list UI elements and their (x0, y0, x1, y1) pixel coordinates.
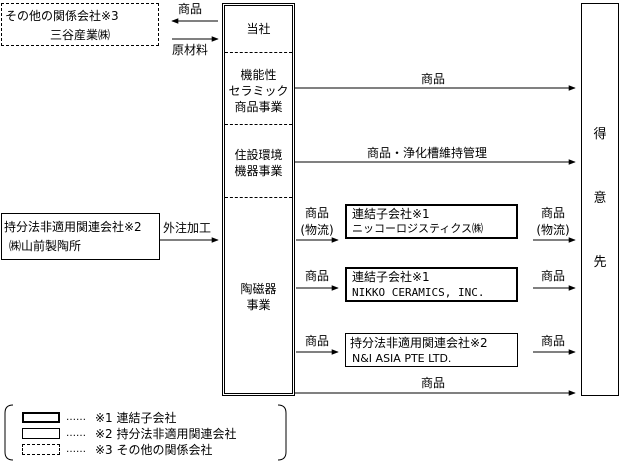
other-affiliate-title: その他の関係会社※3 (5, 9, 119, 23)
equity-affiliate-name: ㈱山前製陶所 (9, 239, 82, 253)
seg2-flow-label: 商品・浄化槽維持管理 (367, 146, 488, 160)
sub1-in-label-1: 商品 (304, 206, 329, 220)
customer-char-2: 意 (593, 191, 607, 206)
sub3-in-label: 商品 (304, 334, 329, 348)
legend-dots-2: …… (66, 428, 86, 439)
segment-housing-line1: 住設環境 (234, 148, 283, 162)
sub3-box (345, 333, 518, 367)
legend-swatch-consolidated (22, 412, 60, 423)
segment-housing-line2: 機器事業 (234, 164, 283, 178)
company-column (222, 3, 295, 396)
bottom-flow-label: 商品 (421, 376, 446, 390)
sub3-out-label: 商品 (540, 334, 565, 348)
segment-ceramics-line1: 機能性 (240, 68, 277, 82)
legend-swatch-equity (22, 428, 60, 439)
segment-ceramics-line3: 商品事業 (234, 100, 283, 114)
legend-bracket-right (277, 404, 287, 461)
sub1-out-label-2: (物流) (536, 223, 570, 237)
segment-tableware-line1: 陶磁器 (240, 282, 277, 296)
segment-ceramics-line2: セラミック (228, 84, 289, 98)
sub1-out-label-1: 商品 (540, 206, 565, 220)
legend-label-equity: ※2 持分法非適用関連会社 (95, 427, 237, 441)
seg1-flow-label: 商品 (421, 72, 446, 86)
customer-char-1: 得 (593, 127, 607, 142)
legend-swatch-other (22, 444, 60, 455)
outsourcing-label: 外注加工 (163, 221, 212, 235)
legend-dots-1: …… (66, 412, 86, 423)
legend-dots-3: …… (66, 444, 86, 455)
sub1-in-label-2: (物流) (300, 223, 334, 237)
other-affiliate-name: 三谷産業㈱ (50, 28, 111, 42)
customer-box (581, 3, 619, 396)
arrow-materials-label: 原材料 (172, 43, 209, 57)
other-affiliate-box (1, 3, 159, 46)
sub2-box (345, 267, 518, 302)
legend-label-consolidated: ※1 連結子会社 (95, 411, 177, 425)
legend-bracket-left (4, 404, 14, 461)
sub2-title: 連結子会社※1 (352, 270, 430, 284)
sub3-name: N&I ASIA PTE LTD. (352, 352, 452, 365)
equity-affiliate-title: 持分法非適用関連会社※2 (4, 220, 142, 234)
arrow-goods-label: 商品 (178, 2, 203, 16)
sub1-box (345, 204, 518, 239)
sub1-title: 連結子会社※1 (352, 207, 430, 221)
sub2-out-label: 商品 (540, 269, 565, 283)
company-name: 当社 (246, 22, 271, 36)
sub1-name: ニッコーロジスティクス㈱ (352, 222, 484, 235)
sub2-name: NIKKO CERAMICS, INC. (352, 286, 485, 299)
segment-tableware-line2: 事業 (246, 298, 271, 312)
sub2-in-label: 商品 (304, 269, 329, 283)
sub3-title: 持分法非適用関連会社※2 (350, 336, 488, 350)
equity-affiliate-box (1, 213, 160, 260)
customer-char-3: 先 (593, 255, 607, 270)
legend-label-other: ※3 その他の関係会社 (95, 443, 213, 457)
